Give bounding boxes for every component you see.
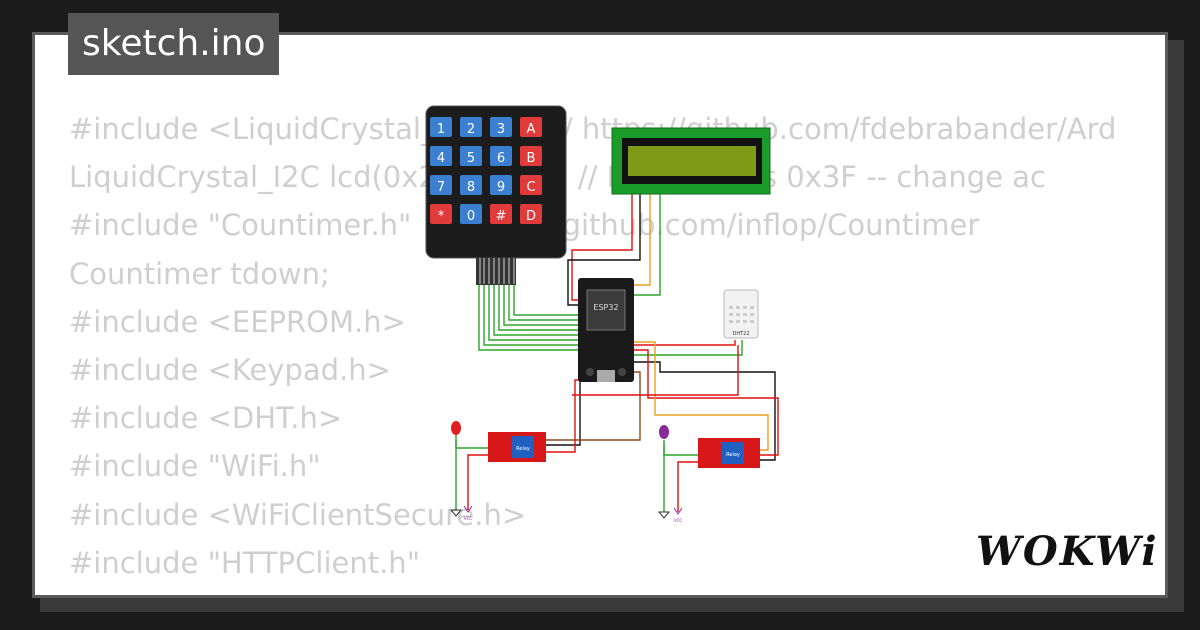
preview-card: #include <LiquidCrystal_I2C.h> // https:… (32, 32, 1168, 598)
code-line: #include <Keypad.h> (69, 353, 391, 388)
code-line: #include <WiFiClientSecure.h> (69, 497, 527, 532)
esp32-label: ESP32 (593, 303, 618, 312)
led-red-lens (451, 421, 461, 435)
reset-button (618, 368, 626, 376)
code-line: #include <EEPROM.h> (69, 304, 406, 339)
keypad-key (460, 117, 482, 137)
vcc-symbol-2 (673, 507, 683, 515)
dht22-sensor: DHT22 (723, 289, 759, 339)
code-line: #include <DHT.h> (69, 401, 343, 436)
keypad-key-label: 5 (467, 151, 475, 166)
keypad-key (460, 175, 482, 195)
led-red (451, 421, 461, 435)
keypad-key (430, 175, 452, 195)
code-line: #include "ArduinoJson.h" (69, 587, 1135, 595)
keypad: 1 2 3 A 4 5 6 B 7 8 9 C * 0 # D (425, 105, 567, 285)
relay1-gnd-wire (545, 360, 581, 446)
keypad-key-label: D (526, 209, 536, 224)
dht-vcc-wire-2 (572, 345, 739, 396)
boot-button (586, 368, 594, 376)
keypad-key-label: A (527, 122, 536, 137)
keypad-key-label: 0 (467, 209, 475, 224)
relay2-vcc-wire (632, 349, 779, 456)
keypad-key-label: 4 (437, 151, 445, 166)
led2-wire (663, 440, 698, 456)
keypad-key (490, 117, 512, 137)
vcc-label-1: VCC (464, 516, 473, 521)
relay1-vcc-wire (545, 379, 588, 453)
relay-module-1: Relay (488, 432, 546, 462)
wires (455, 144, 779, 512)
keypad-key-label: 3 (497, 122, 505, 137)
keypad-key (430, 204, 452, 224)
esp32-board: ESP32 (578, 278, 634, 382)
code-line: #include "HTTPClient.h" (69, 545, 421, 580)
gnd-symbol-2 (657, 511, 671, 519)
usb-port (597, 370, 615, 382)
keypad-key-label: C (526, 180, 535, 195)
relay-module-2: Relay (698, 438, 760, 468)
relay2-in-wire (632, 341, 769, 451)
keypad-key (460, 146, 482, 166)
keypad-pins (479, 258, 515, 284)
lcd-display (611, 127, 771, 195)
led1-wire (455, 435, 488, 449)
keypad-key-label: 2 (467, 122, 475, 137)
keypad-key (520, 117, 542, 137)
dht-vcc-wire (632, 340, 736, 346)
vcc-label-2: VCC (674, 518, 683, 523)
dht22-label: DHT22 (732, 331, 749, 337)
keypad-key-label: * (438, 209, 445, 224)
keypad-key (490, 146, 512, 166)
keypad-key (490, 175, 512, 195)
relay2-label: Relay (726, 452, 740, 458)
code-line: #include "WiFi.h" (69, 449, 321, 484)
keypad-key-label: 6 (497, 151, 505, 166)
relay1-switch (512, 436, 534, 458)
keypad-key-label: B (527, 151, 536, 166)
card-shadow-right (1166, 40, 1184, 600)
esp32-module (586, 289, 626, 331)
relay1-label: Relay (516, 446, 530, 452)
keypad-key (430, 117, 452, 137)
relay1-in-wire (545, 371, 641, 441)
led-purple (659, 425, 669, 439)
keypad-key (520, 175, 542, 195)
keypad-key (520, 204, 542, 224)
keypad-key-label: 9 (497, 180, 505, 195)
keypad-connector (476, 257, 516, 285)
code-line: Countimer tdown; (69, 256, 330, 291)
wokwi-logo: WOKWi (976, 528, 1159, 575)
relay2-switch (722, 442, 744, 464)
keypad-key (430, 146, 452, 166)
dht-data-wire (632, 340, 743, 356)
keypad-key (460, 204, 482, 224)
card-shadow-bottom (40, 596, 1184, 612)
keypad-key (490, 204, 512, 224)
keypad-wires (478, 285, 580, 351)
keypad-key (520, 146, 542, 166)
relay1-com-wire (467, 454, 488, 510)
keypad-keys: 1 2 3 A 4 5 6 B 7 8 9 C * 0 # D (430, 117, 542, 224)
dht22-body (723, 289, 759, 339)
led-purple-lens (659, 425, 669, 439)
gnd-symbol-1 (449, 509, 463, 517)
relay2-com-wire (677, 461, 698, 512)
keypad-key-label: # (496, 209, 507, 224)
vcc-symbol-1 (463, 505, 473, 513)
lcd-screen (628, 146, 756, 176)
keypad-key-label: 1 (437, 122, 445, 137)
sketch-title: sketch.ino (68, 13, 280, 75)
keypad-key-label: 8 (467, 180, 475, 195)
keypad-key-label: 7 (437, 180, 445, 195)
